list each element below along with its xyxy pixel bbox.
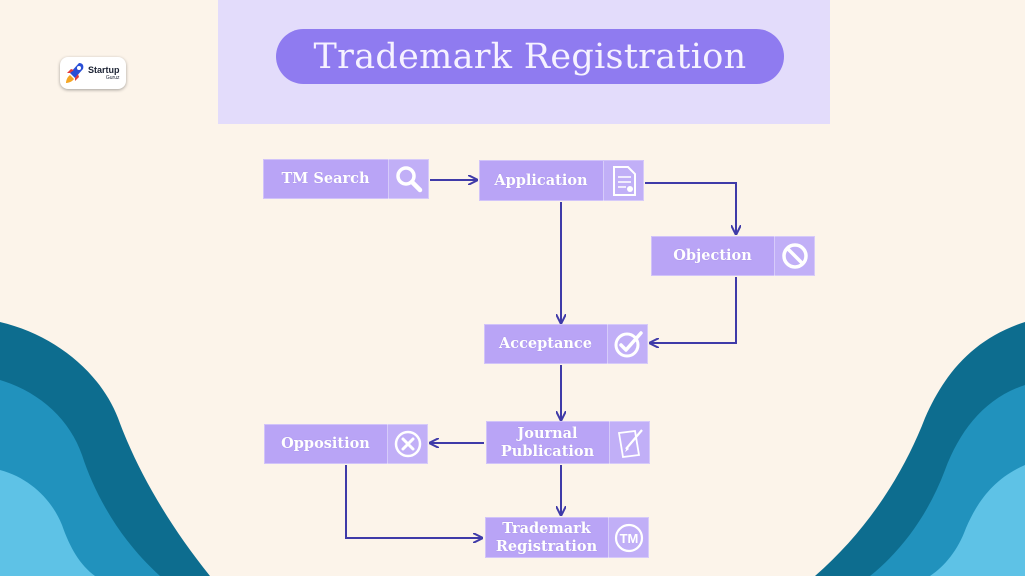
node-objection-label: Objection	[673, 247, 752, 264]
page-title-text: Trademark Registration	[313, 36, 747, 77]
node-acceptance: Acceptance	[484, 324, 648, 364]
node-journal-publication: Journal Publication	[486, 421, 650, 464]
rocket-icon	[66, 63, 84, 83]
page-title: Trademark Registration	[276, 29, 784, 84]
node-journal-publication-label: Journal Publication	[486, 425, 609, 461]
node-opposition-label: Opposition	[281, 435, 370, 452]
arrow-opposition-to-registration	[345, 465, 482, 538]
node-application: Application	[479, 160, 644, 201]
node-tm-search-label: TM Search	[281, 170, 370, 187]
tm-circle-icon: TM	[608, 517, 649, 558]
right-wave-light	[930, 465, 1025, 576]
arrow-objection-to-acceptance	[650, 277, 737, 343]
node-trademark-registration-label: Trademark Registration	[485, 520, 608, 556]
tm-icon-text: TM	[620, 531, 639, 546]
prohibited-icon	[774, 236, 815, 276]
node-application-label: Application	[494, 171, 588, 189]
node-journal-publication-line2: Publication	[500, 442, 595, 460]
node-trademark-registration: Trademark Registration TM	[485, 517, 649, 558]
arrow-application-to-objection	[645, 182, 736, 234]
document-icon	[603, 160, 644, 201]
magnifier-icon	[388, 159, 429, 199]
node-tm-search: TM Search	[263, 159, 429, 199]
pen-paper-icon	[609, 421, 650, 464]
check-circle-icon	[607, 324, 648, 364]
left-wave-light	[0, 470, 95, 576]
node-trademark-registration-line2: Registration	[495, 537, 598, 555]
node-opposition: Opposition	[264, 424, 428, 464]
logo-name: Startup	[88, 64, 120, 75]
node-objection: Objection	[651, 236, 815, 276]
x-circle-icon	[387, 424, 428, 464]
node-trademark-registration-line1: Trademark	[502, 519, 591, 537]
node-acceptance-label: Acceptance	[499, 335, 592, 352]
startup-guruz-logo: Startup Guruz	[60, 57, 126, 89]
node-journal-publication-line1: Journal	[517, 424, 578, 442]
logo-subtext: Guruz	[105, 74, 120, 81]
